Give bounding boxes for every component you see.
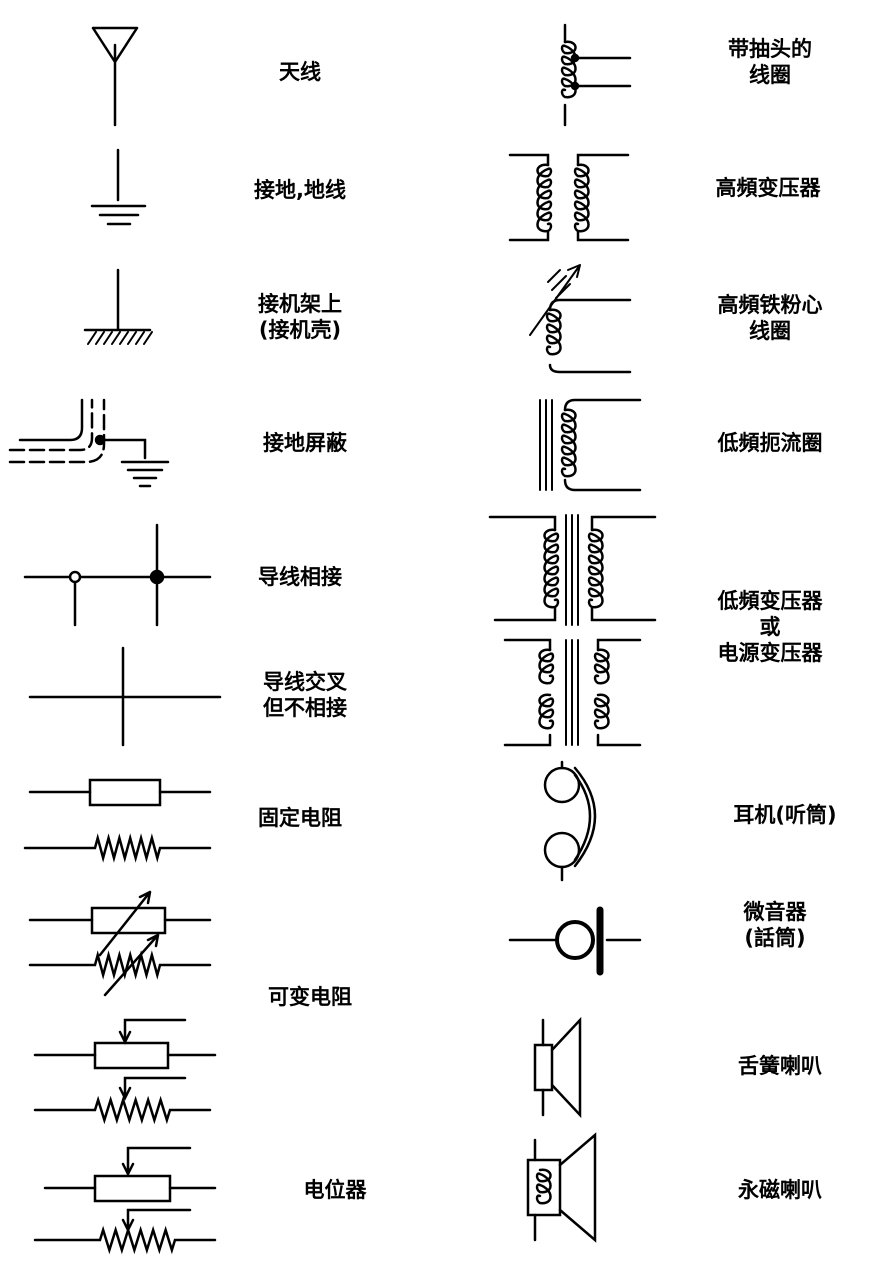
left_symbols-label-6: 固定电阻 [258,805,342,831]
left_symbols-label-4: 导线相接 [258,564,342,590]
label-line: 导线相接 [258,565,342,589]
left_symbols-label-7: 可变电阻 [268,984,352,1010]
label-line: 接机架上 [258,292,342,316]
right_symbols-label-5: 耳机(听筒) [733,802,836,828]
right_symbols-label-1: 高頻变压器 [716,175,821,201]
label-line: 高頻铁粉心 [717,293,823,317]
right_symbols-label-7: 舌簧喇叭 [738,1053,822,1079]
right_symbols-label-8: 永磁喇叭 [738,1177,822,1203]
ground-icon [90,148,147,226]
reed-speaker-icon [533,1016,582,1119]
hf-transformer-icon [508,153,630,242]
antenna-icon [91,26,139,127]
label-line: 永磁喇叭 [738,1178,822,1202]
right_symbols-label-2: 高頻铁粉心线圈 [718,292,823,344]
label-line: 线圈 [749,63,791,87]
label-line: 固定电阻 [258,806,342,830]
left_symbols-label-5: 导线交叉但不相接 [263,669,347,721]
chassis-ground-icon [83,268,153,345]
fixed-resistor-icon [23,778,212,863]
label-line: 天线 [279,60,321,84]
right_symbols-label-3: 低頻扼流圈 [718,430,823,456]
label-line: (話筒) [744,926,806,950]
earphone-icon [543,760,597,882]
label-line: 低頻变压器 [717,589,823,613]
microphone-icon [508,906,642,976]
label-line: 微音器 [743,900,807,924]
lf-transformer-icon [488,514,657,747]
label-line: 接地,地线 [254,178,346,202]
label-line: 接地屏蔽 [263,431,347,455]
label-line: 线圈 [749,319,791,343]
label-line: 导线交叉 [263,670,347,694]
label-line: (接机壳) [258,318,342,342]
right_symbols-label-4: 低頻变压器或电源变压器 [718,588,823,666]
ferrite-core-coil-icon [529,264,632,374]
pm-speaker-icon [526,1132,597,1243]
left_symbols-label-2: 接机架上(接机壳) [258,291,342,343]
label-line: 舌簧喇叭 [738,1054,822,1078]
wire-junction-icon [23,523,212,627]
potentiometer-icon [33,1018,217,1255]
left_symbols-label-3: 接地屏蔽 [263,430,347,456]
right_symbols-label-0: 带抽头的线圈 [728,36,812,88]
label-line: 或 [759,615,781,639]
left_symbols-label-0: 天线 [279,59,321,85]
label-line: 但不相接 [263,696,347,720]
lf-choke-icon [539,398,642,492]
label-line: 带抽头的 [728,37,812,61]
left_symbols-label-8: 电位器 [304,1177,367,1203]
label-line: 低頻扼流圈 [717,431,823,455]
tapped-coil-icon [560,23,632,127]
left_symbols-label-1: 接地,地线 [254,177,346,203]
label-line: 电源变压器 [717,641,823,665]
label-line: 耳机(听筒) [733,803,837,827]
label-line: 高頻变压器 [715,176,821,200]
shield-ground-icon [8,398,170,488]
label-line: 电位器 [303,1178,367,1202]
right_symbols-label-6: 微音器(話筒) [744,899,807,951]
wire-crossing-icon [28,646,222,747]
variable-resistor-icon [28,890,212,997]
label-line: 可变电阻 [268,985,352,1009]
